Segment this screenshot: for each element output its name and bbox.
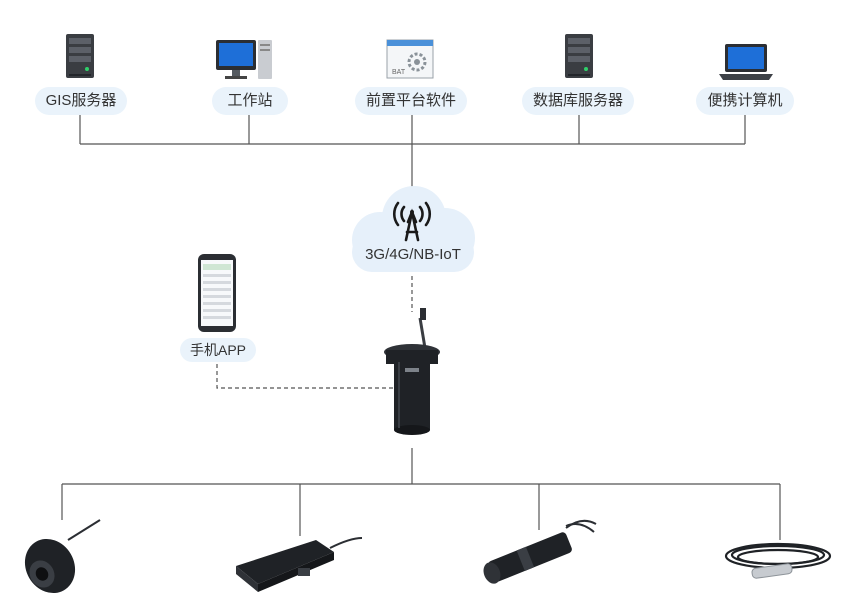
software-window-icon (386, 39, 434, 79)
desktop-workstation-icon (216, 40, 272, 79)
smartphone-icon (198, 254, 236, 332)
flat-box-sensor-icon (236, 537, 363, 592)
server-tower-icon (66, 34, 94, 78)
label-frontend-software: 前置平台软件 (355, 87, 467, 115)
network-label: 3G/4G/NB-IoT (365, 246, 461, 263)
round-sensor-icon (24, 519, 101, 594)
probe-sensor-icon (483, 519, 597, 584)
laptop-icon (719, 44, 773, 80)
label-workstation: 工作站 (212, 87, 288, 115)
pressure-transducer-cable-icon (724, 542, 832, 579)
label-gis-server: GIS服务器 (35, 87, 127, 115)
mobile-app-label: 手机APP (180, 338, 256, 362)
bottom-bus-lines (61, 448, 781, 540)
label-laptop: 便携计算机 (696, 87, 794, 115)
data-logger-cylinder-icon (384, 308, 440, 435)
wireless-links (216, 276, 413, 389)
antenna-tower-icon (393, 201, 431, 242)
software-icon-text: BAT (392, 69, 406, 76)
top-bus-lines (79, 112, 746, 200)
server-tower-icon (565, 34, 593, 78)
label-database-server: 数据库服务器 (522, 87, 634, 115)
